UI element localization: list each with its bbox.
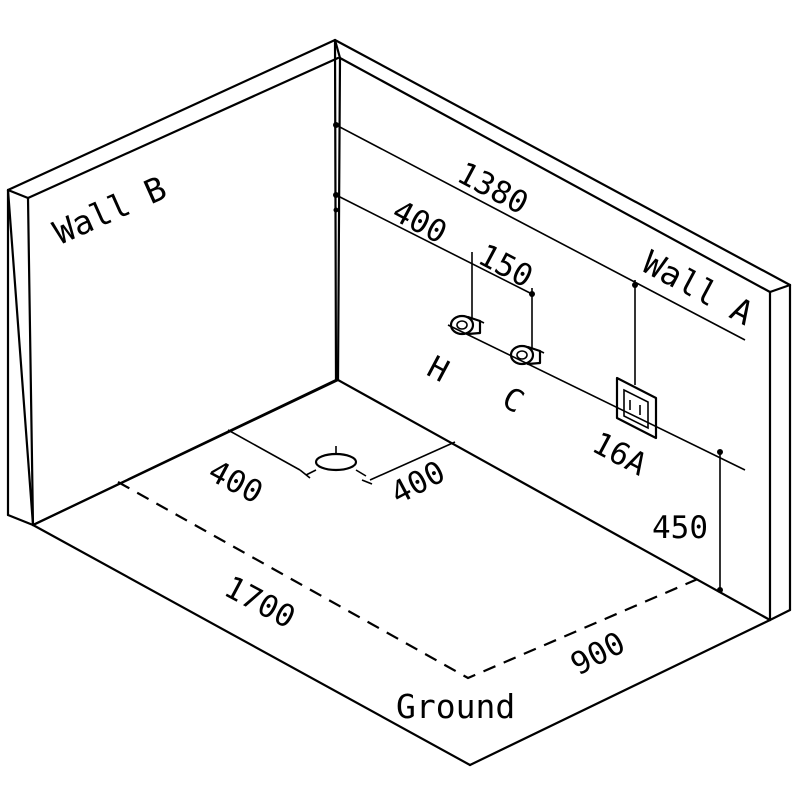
dim-900-label: 900: [565, 625, 631, 683]
wall-a-top-inner: [338, 56, 772, 294]
ground-front-right-edge: [468, 618, 772, 767]
wall-b: [6, 38, 342, 527]
dim-400-start: [333, 192, 339, 198]
dim-1700-label: 1700: [218, 569, 301, 636]
hot-label: H: [421, 349, 454, 390]
height-450-top: [717, 449, 723, 455]
drain-dim-left: [299, 469, 311, 479]
wall-a: [333, 38, 792, 622]
dim-400-floor-left-label: 400: [202, 453, 268, 511]
dim-1380-start: [333, 122, 339, 128]
tray-outline: [117, 481, 701, 680]
dim-line-1380: [335, 124, 746, 341]
dim-line-400: [335, 194, 533, 295]
socket-plate: [615, 376, 658, 440]
corner-edge: [336, 56, 342, 382]
dim-150-label: 150: [472, 237, 538, 295]
cold-label: C: [496, 380, 529, 421]
dim-1380-label: 1380: [451, 155, 534, 222]
drain-guide-left: [227, 429, 301, 471]
height-450-bottom: [717, 587, 723, 593]
ground-front-left-edge: [31, 523, 472, 767]
wall-a-bottom-cap: [768, 608, 792, 622]
drain-tick-right: [355, 469, 367, 477]
floor-drain: [314, 452, 358, 472]
ground: [31, 378, 772, 767]
drain-tick-left: [305, 469, 317, 476]
wall-a-top-cap: [768, 283, 792, 294]
dim-400-wall-label: 400: [386, 193, 452, 251]
dim-400-floor-right-label: 400: [385, 454, 451, 512]
wall-a-top-outer: [333, 38, 792, 287]
drain-dim-right: [361, 479, 373, 485]
wall-b-top-cap: [6, 188, 30, 200]
wall-dimension-lines: [333, 122, 746, 593]
wall-b-bottom-cap: [6, 513, 35, 527]
pipe-run-line: [447, 324, 746, 471]
wall-b-thickness-edge: [26, 196, 35, 527]
ground-label: Ground: [396, 687, 515, 726]
electric-socket: [615, 376, 658, 440]
socket-face: [623, 388, 649, 430]
socket-label: 16A: [586, 425, 653, 483]
drain-guide-right: [369, 441, 456, 481]
cold-valve: [509, 344, 545, 366]
wall-b-inner-top: [26, 56, 340, 200]
wall-a-floor-line: [336, 378, 772, 622]
hot-valve: [449, 314, 485, 336]
wall-b-corner-cap: [333, 38, 342, 60]
wall-a-label: Wall A: [636, 243, 760, 333]
ground-back-edge: [31, 378, 340, 527]
dim-450-label: 450: [652, 510, 708, 546]
dim-aux-tick: [333, 207, 339, 213]
wall-b-face: [6, 38, 338, 527]
